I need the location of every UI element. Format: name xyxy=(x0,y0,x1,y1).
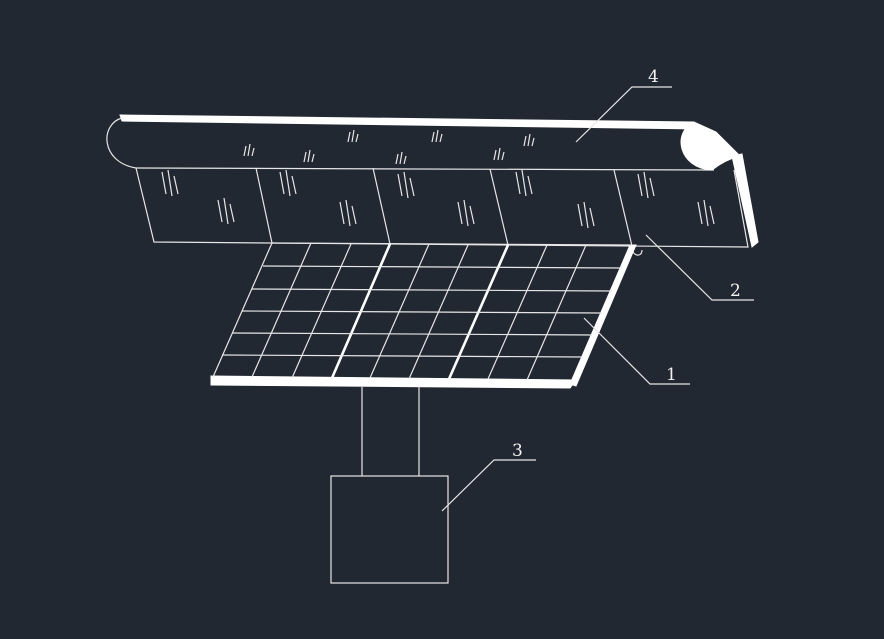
solar-panel-left-edge xyxy=(212,242,273,378)
solar-panel-right-frame xyxy=(569,244,637,387)
top-tube-left-cap xyxy=(106,117,137,169)
leader-line-3 xyxy=(441,459,536,512)
reflector-outline xyxy=(135,167,749,248)
base-box xyxy=(330,475,449,584)
callout-2: 2 xyxy=(645,234,754,301)
leader-line-4 xyxy=(575,86,672,143)
solar-cell-grid-columns xyxy=(251,242,587,381)
solar-panel-top-edge xyxy=(271,242,633,246)
leader-line-2 xyxy=(645,234,754,301)
top-tube-upper-edge xyxy=(119,114,702,130)
top-tube xyxy=(106,114,759,248)
label-2: 2 xyxy=(730,281,741,301)
reflector-panel xyxy=(135,167,749,256)
solar-panel-bottom-frame xyxy=(210,375,577,389)
leader-line-1 xyxy=(583,317,690,385)
solar-cell-grid-rows xyxy=(221,265,623,358)
callout-3: 3 xyxy=(441,441,536,512)
callout-4: 4 xyxy=(575,67,672,143)
callout-1: 1 xyxy=(583,317,690,385)
label-4: 4 xyxy=(648,67,659,87)
top-tube-right-cap xyxy=(680,121,741,171)
right-support-bar xyxy=(731,153,759,248)
support-pole xyxy=(361,387,420,476)
label-1: 1 xyxy=(666,365,677,385)
label-3: 3 xyxy=(512,441,523,461)
reflector-dividers xyxy=(255,167,633,247)
solar-panel xyxy=(210,242,637,389)
reflector-glare-marks xyxy=(161,169,715,229)
top-tube-lower-edge xyxy=(135,167,715,171)
tube-glare-marks xyxy=(243,129,535,165)
